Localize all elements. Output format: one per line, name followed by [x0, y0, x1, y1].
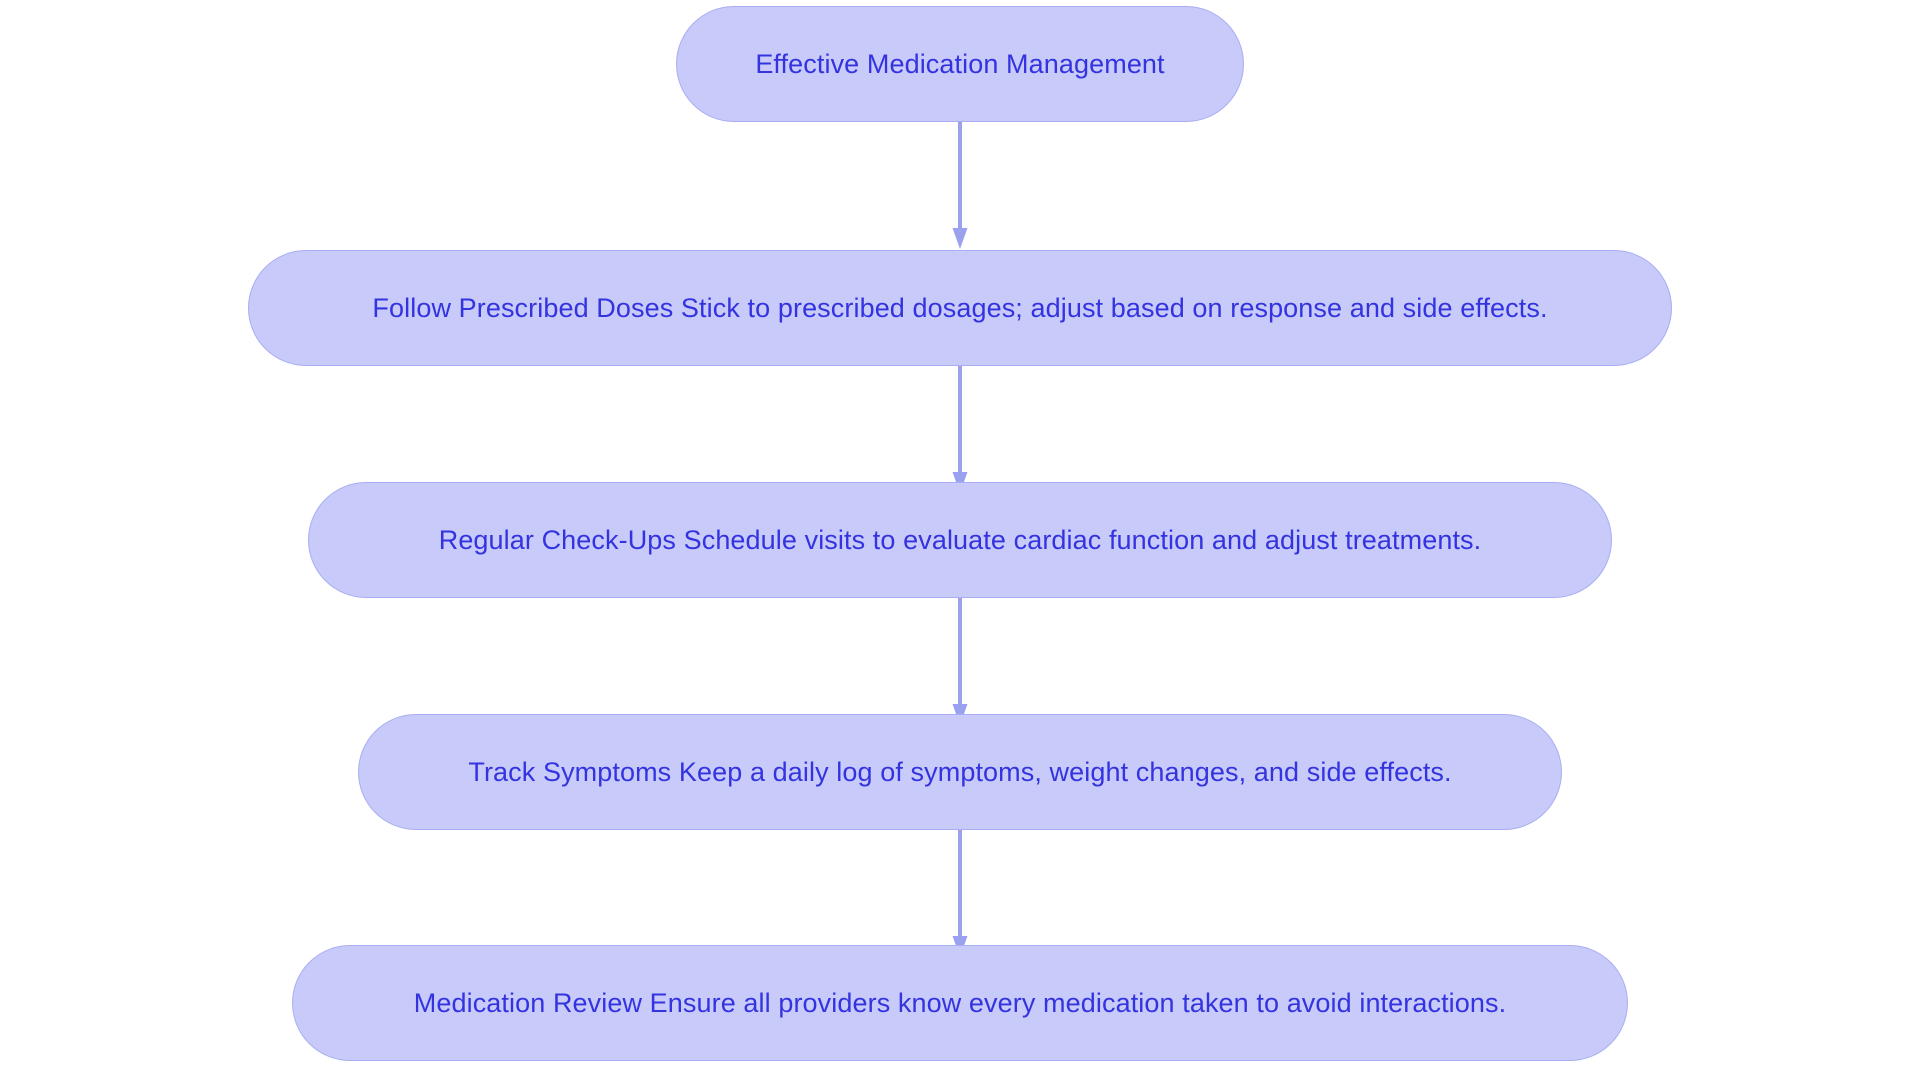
node-label: Effective Medication Management [755, 48, 1165, 79]
flowchart-node-effective-medication-management[interactable]: Effective Medication Management [676, 6, 1244, 122]
node-label: Medication Review Ensure all providers k… [413, 987, 1507, 1018]
flowchart-node-regular-check-ups[interactable]: Regular Check-Ups Schedule visits to eva… [308, 482, 1612, 598]
flowchart-connector-2 [952, 366, 968, 494]
node-label: Regular Check-Ups Schedule visits to eva… [438, 524, 1482, 555]
node-label: Track Symptoms Keep a daily log of sympt… [468, 756, 1452, 787]
flowchart-node-follow-prescribed-doses[interactable]: Follow Prescribed Doses Stick to prescri… [248, 250, 1672, 366]
node-label: Follow Prescribed Doses Stick to prescri… [372, 292, 1548, 323]
flowchart-connector-1 [952, 122, 968, 250]
flowchart-node-track-symptoms[interactable]: Track Symptoms Keep a daily log of sympt… [358, 714, 1562, 830]
flowchart-connector-3 [952, 598, 968, 726]
flowchart-connector-4 [952, 830, 968, 958]
flowchart-node-medication-review[interactable]: Medication Review Ensure all providers k… [292, 945, 1628, 1061]
